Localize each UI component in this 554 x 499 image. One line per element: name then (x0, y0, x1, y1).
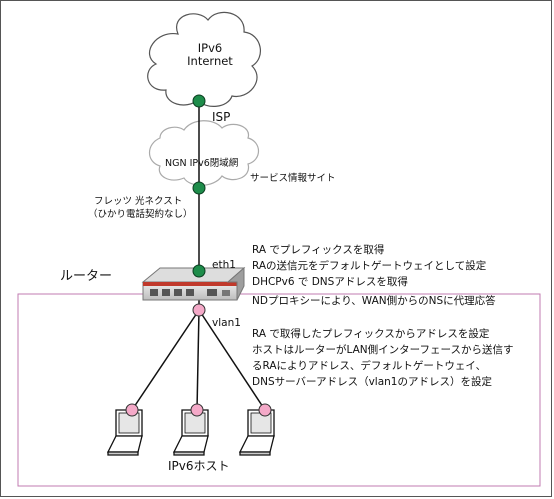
internet-label-line2: Internet (187, 54, 233, 68)
host-node-right (258, 403, 272, 417)
lan-notes: RA で取得したプレフィックスからアドレスを設定 ホストはルーターがLAN側イン… (252, 326, 513, 390)
eth1-node (192, 264, 206, 278)
router-notes: RA でプレフィックスを取得 RAの送信元をデフォルトゲートウェイとして設定 D… (252, 242, 486, 290)
router-icon (141, 266, 246, 301)
internet-label: IPv6 Internet (174, 42, 246, 68)
eth1-label: eth1 (212, 259, 236, 271)
host-link-right (198, 309, 266, 411)
isp-label: ISP (212, 110, 231, 124)
hosts-label: IPv6ホスト (168, 459, 230, 473)
lan-note: RA で取得したプレフィックスからアドレスを設定 (252, 328, 490, 340)
flets-label-line1: フレッツ 光ネクスト (94, 196, 183, 207)
flets-label: フレッツ 光ネクスト （ひかり電話契約なし） (88, 195, 193, 221)
router-label: ルーター (60, 269, 113, 284)
lan-boundary (17, 293, 541, 487)
internet-label-line1: IPv6 (197, 41, 223, 55)
ngn-node (192, 181, 206, 195)
lan-note: DNSサーバーアドレス（vlan1のアドレス）を設定 (252, 376, 492, 388)
host-node-left (125, 403, 139, 417)
ngn-cloud-icon (148, 120, 260, 186)
router-note: RAの送信元をデフォルトゲートウェイとして設定 (252, 260, 487, 272)
service-site-label: サービス情報サイト (250, 173, 336, 184)
laptop-icon (172, 409, 209, 456)
laptop-icon (106, 409, 143, 456)
router-note: RA でプレフィックスを取得 (252, 244, 385, 256)
nd-proxy-note: NDプロキシーにより、WAN側からのNSに代理応答 (252, 295, 496, 307)
lan-note: ホストはルーターがLAN側インターフェースから送信す (252, 344, 514, 356)
host-link-center (196, 309, 200, 411)
ngn-label: NGN IPv6閉域網 (165, 158, 239, 169)
vlan1-node (192, 303, 206, 317)
flets-label-line2: （ひかり電話契約なし） (88, 209, 193, 220)
vlan1-label: vlan1 (212, 317, 241, 329)
isp-node (192, 94, 206, 108)
laptop-icon (238, 409, 275, 456)
lan-note: るRAによりアドレス、デフォルトゲートウェイ、 (252, 360, 487, 372)
host-node-center (190, 403, 204, 417)
host-link-left (131, 309, 200, 411)
router-note: DHCPv6 で DNSアドレスを取得 (252, 276, 408, 288)
internet-cloud-icon (147, 11, 261, 107)
